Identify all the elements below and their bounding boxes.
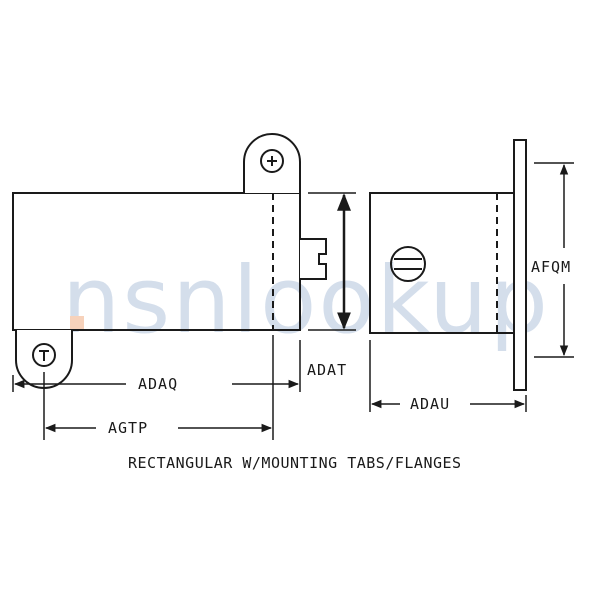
bottom-mounting-tab xyxy=(15,330,73,389)
dim-label-adaq: ADAQ xyxy=(138,375,178,393)
drawing-caption: RECTANGULAR W/MOUNTING TABS/FLANGES xyxy=(128,454,462,472)
slotted-screw-head xyxy=(390,246,426,282)
dim-label-afqm: AFQM xyxy=(531,258,571,276)
dim-label-adat: ADAT xyxy=(307,361,347,379)
dim-label-adau: ADAU xyxy=(410,395,450,413)
watermark-accent-dot xyxy=(70,316,84,330)
right-body xyxy=(369,139,527,391)
mounting-flange xyxy=(513,139,527,391)
connector-stub xyxy=(300,238,327,280)
top-mounting-tab xyxy=(243,133,301,193)
dim-label-agtp: AGTP xyxy=(108,419,148,437)
bottom-tab-screw xyxy=(32,343,56,367)
top-tab-screw xyxy=(260,149,284,173)
